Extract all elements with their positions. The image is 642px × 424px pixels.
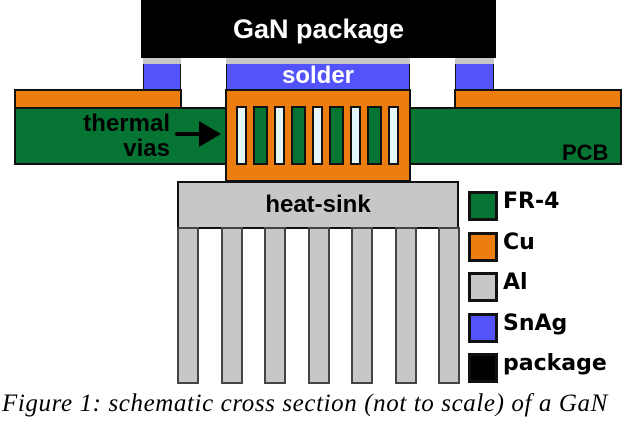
heat-sink-fin bbox=[177, 227, 199, 384]
via-slot bbox=[350, 106, 361, 165]
heat-sink-fin bbox=[264, 227, 286, 384]
legend-swatch-package bbox=[468, 353, 498, 383]
figure-caption: Figure 1: schematic cross section (not t… bbox=[2, 390, 608, 417]
heat-sink-label: heat-sink bbox=[265, 191, 371, 218]
via-pillar bbox=[329, 106, 344, 165]
solder-left bbox=[143, 64, 181, 90]
copper-layer-left bbox=[14, 89, 182, 108]
package-pad-right bbox=[455, 58, 494, 64]
via-slot bbox=[274, 106, 285, 165]
legend-swatch-snag bbox=[468, 312, 498, 343]
legend-label: Al bbox=[503, 270, 528, 295]
solder-right bbox=[455, 64, 494, 90]
thermal-vias-line2: vias bbox=[123, 135, 170, 162]
package-pad-left bbox=[143, 58, 181, 64]
legend-swatch-cu bbox=[468, 231, 498, 262]
via-pillar bbox=[291, 106, 306, 165]
gan-package bbox=[141, 0, 496, 58]
heat-sink-fin bbox=[394, 227, 417, 384]
heat-sink-fin bbox=[438, 227, 460, 384]
via-pillar bbox=[367, 106, 382, 165]
pcb-right bbox=[404, 107, 622, 165]
legend-label: FR-4 bbox=[503, 189, 560, 214]
heat-sink-fin bbox=[307, 227, 330, 384]
heat-sink-fin bbox=[351, 227, 373, 384]
legend-label: SnAg bbox=[503, 310, 568, 336]
heat-sink-fin bbox=[220, 227, 243, 384]
via-slot bbox=[388, 106, 399, 165]
via-slot bbox=[312, 106, 323, 165]
gan-package-label: GaN package bbox=[232, 14, 405, 44]
via-pillar bbox=[253, 106, 268, 165]
legend-swatch-fr-4 bbox=[468, 191, 498, 221]
solder-label: solder bbox=[281, 62, 355, 89]
via-slot bbox=[236, 106, 247, 165]
legend-swatch-al bbox=[468, 272, 498, 302]
pcb-label: PCB bbox=[562, 140, 609, 165]
package-pad-center bbox=[226, 58, 410, 64]
thermal-vias-line1: thermal bbox=[83, 110, 170, 137]
thermal-vias-label: thermal vias bbox=[70, 111, 170, 161]
arrow-icon bbox=[175, 121, 221, 147]
copper-layer-right bbox=[454, 89, 622, 108]
legend-label: package bbox=[503, 351, 607, 376]
solder-center bbox=[226, 64, 410, 90]
legend-label: Cu bbox=[503, 229, 535, 255]
